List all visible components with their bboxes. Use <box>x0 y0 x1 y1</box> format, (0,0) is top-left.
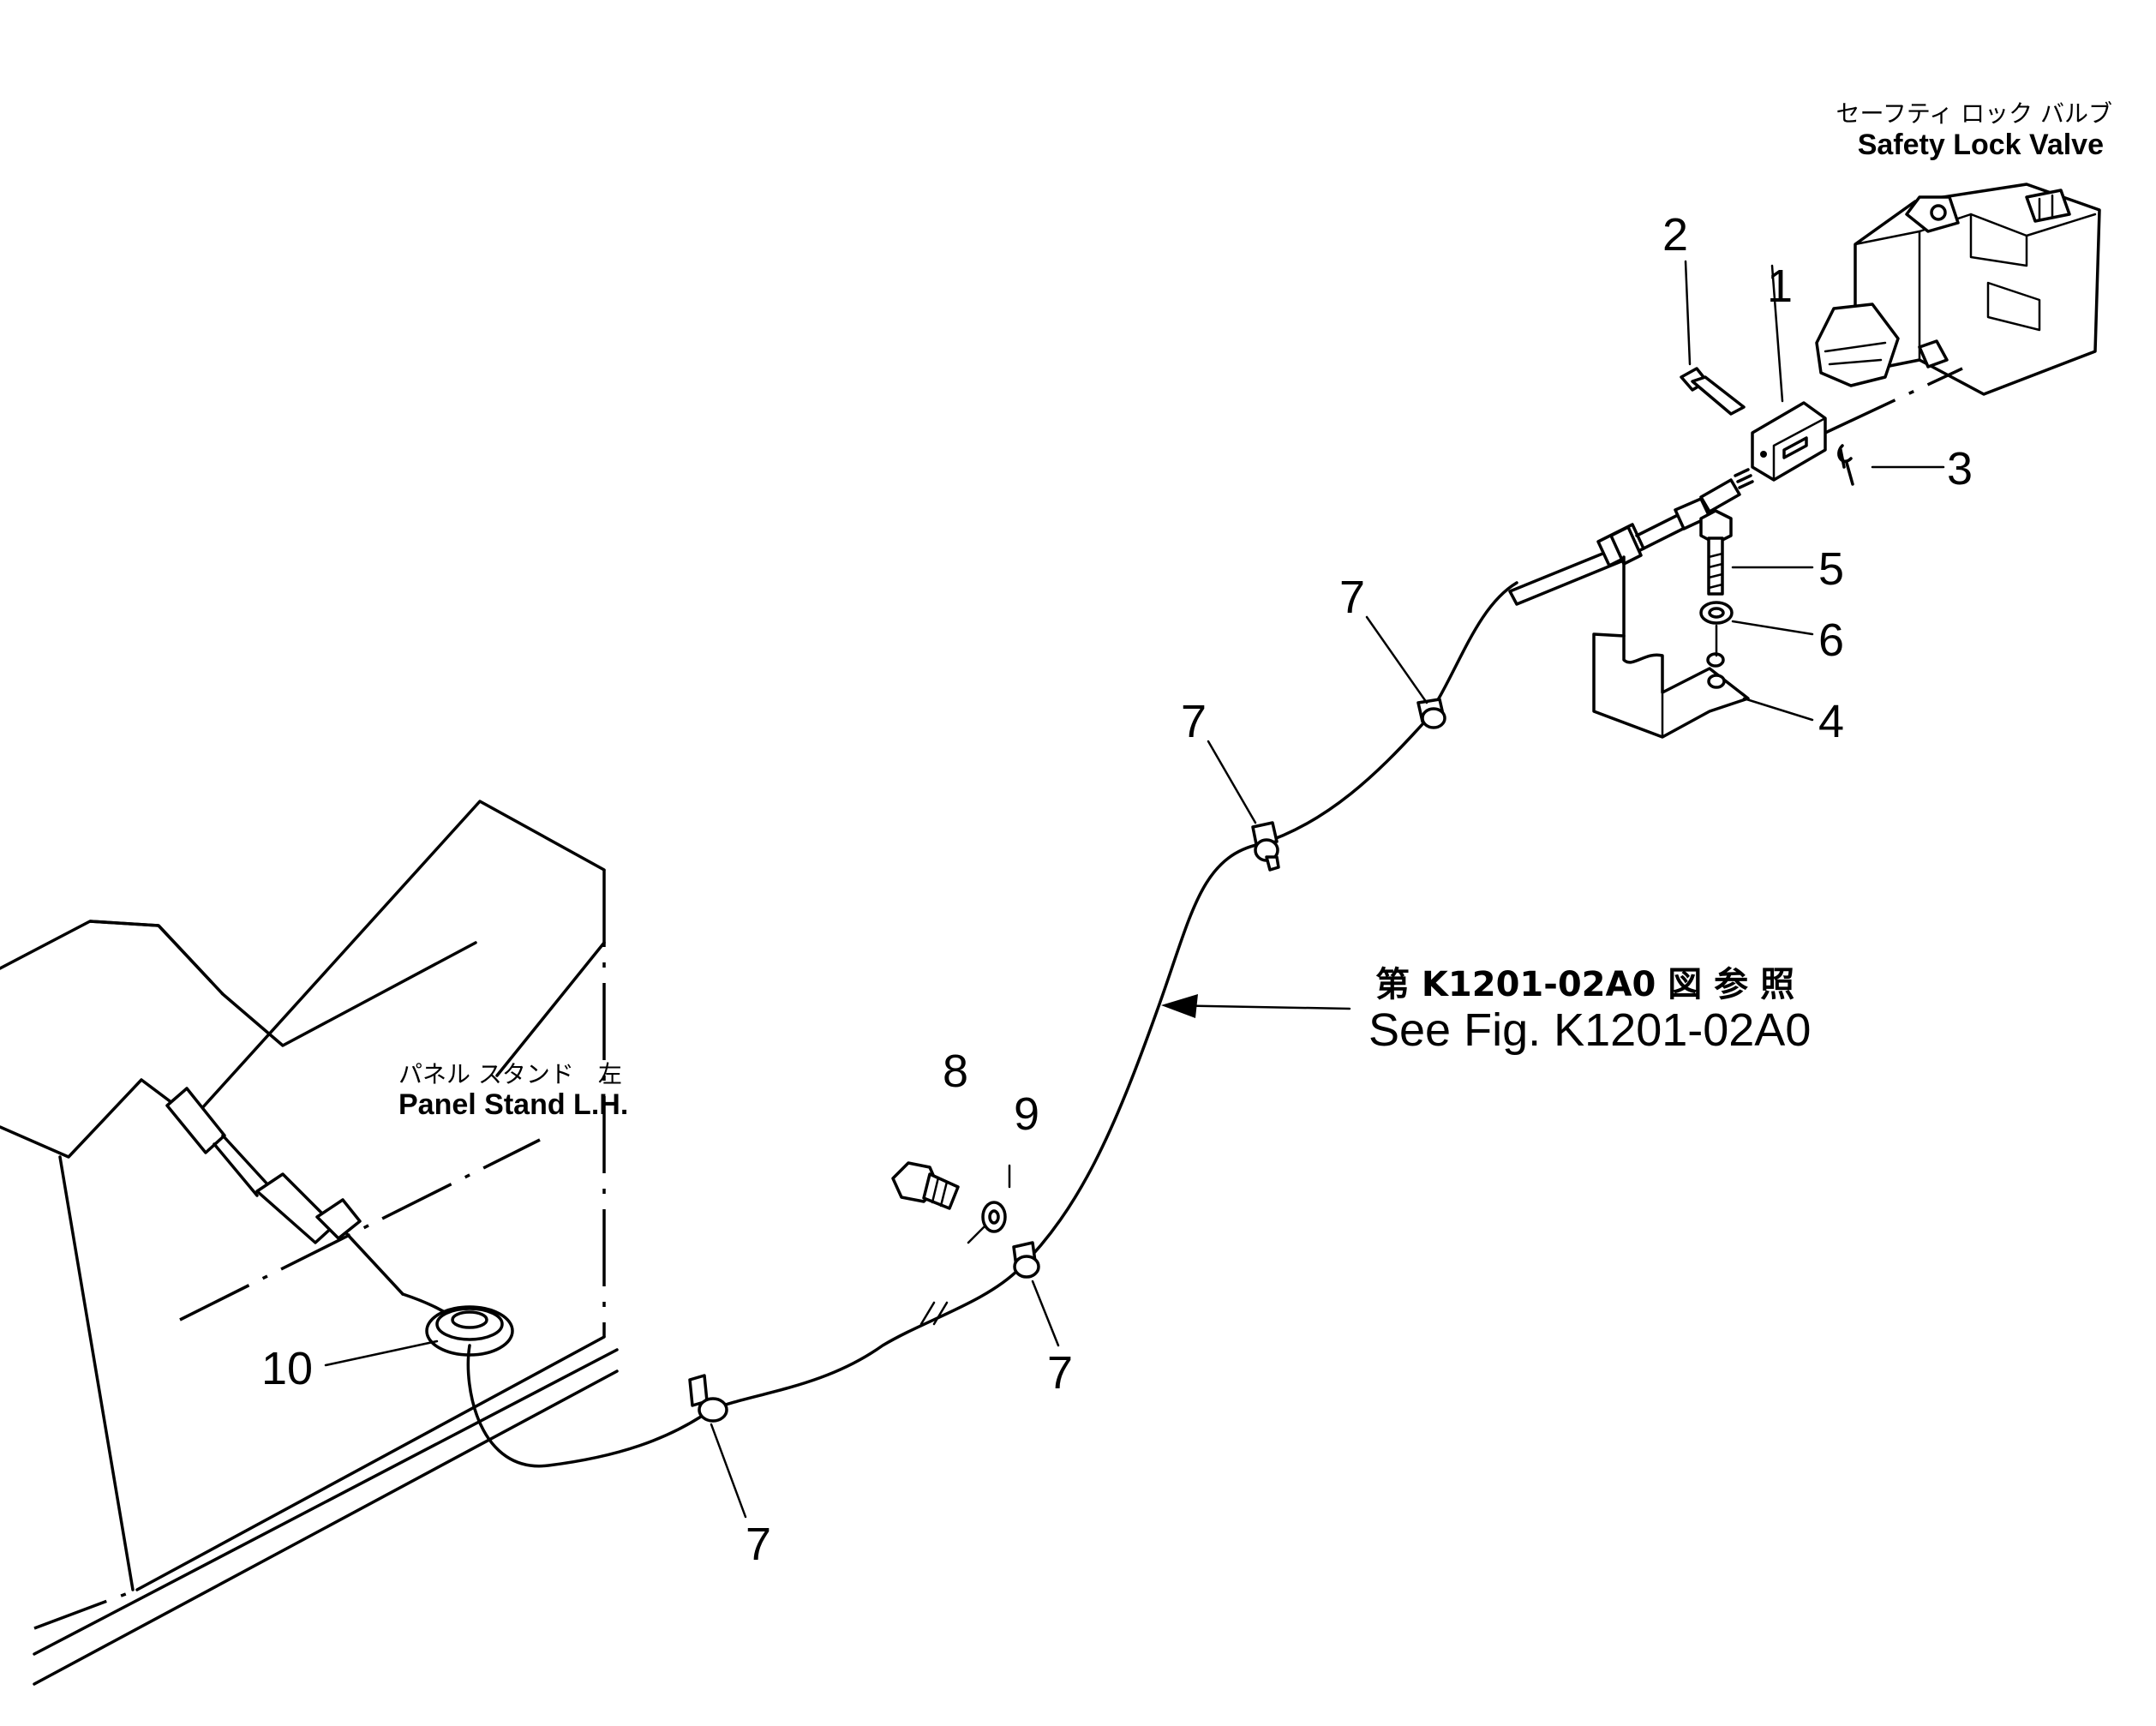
callout-4: 4 <box>1818 696 1844 747</box>
washer-6 <box>1699 601 1734 657</box>
safety-lock-valve-label-en: Safety Lock Valve <box>1858 129 2104 161</box>
callout-1: 1 <box>1767 261 1793 312</box>
see-fig-label-jp: 第 K1201-02A0 図 参 照 <box>1375 965 1794 1004</box>
yoke-1 <box>1751 401 1827 482</box>
callout-7-middle: 7 <box>1047 1347 1073 1399</box>
callout-7-bottom: 7 <box>746 1519 771 1570</box>
callout-10: 10 <box>261 1343 313 1394</box>
clamp-7-b <box>1012 1241 1040 1279</box>
safety-lock-valve <box>1815 183 2101 434</box>
washer-9 <box>981 1201 1007 1233</box>
see-fig-label-en: See Fig. K1201-02A0 <box>1368 1004 1811 1056</box>
safety-lock-valve-label-jp: セーフティ ロック バルブ <box>1836 99 2112 128</box>
callout-9: 9 <box>1014 1088 1039 1140</box>
grommet-10 <box>425 1305 514 1357</box>
callout-8: 8 <box>943 1046 968 1097</box>
callout-7-top: 7 <box>1339 572 1365 623</box>
clamp-7-a <box>688 1374 728 1423</box>
cable-fitting <box>1508 468 1754 606</box>
callout-3: 3 <box>1947 443 1973 494</box>
pin-2 <box>1680 367 1746 416</box>
callout-7-upper: 7 <box>1181 696 1207 747</box>
screw-8 <box>891 1161 960 1210</box>
bolt-5 <box>1699 509 1733 596</box>
cotter-pin-3 <box>1837 444 1854 486</box>
callout-2: 2 <box>1662 209 1688 261</box>
panel-stand-lh <box>0 800 619 1686</box>
callout-6: 6 <box>1818 614 1844 666</box>
panel-stand-label-en: Panel Stand L.H. <box>398 1088 628 1121</box>
leader-lines <box>324 260 1945 1519</box>
callout-5: 5 <box>1818 543 1844 595</box>
cable-end-knob <box>165 1087 464 1326</box>
panel-stand-label-jp: パネル スタンド 左 <box>398 1060 622 1088</box>
clamp-7-d <box>1416 698 1446 729</box>
control-cable <box>466 581 1518 1468</box>
clamp-7-c <box>1251 821 1280 872</box>
bracket-4 <box>1592 555 1750 739</box>
